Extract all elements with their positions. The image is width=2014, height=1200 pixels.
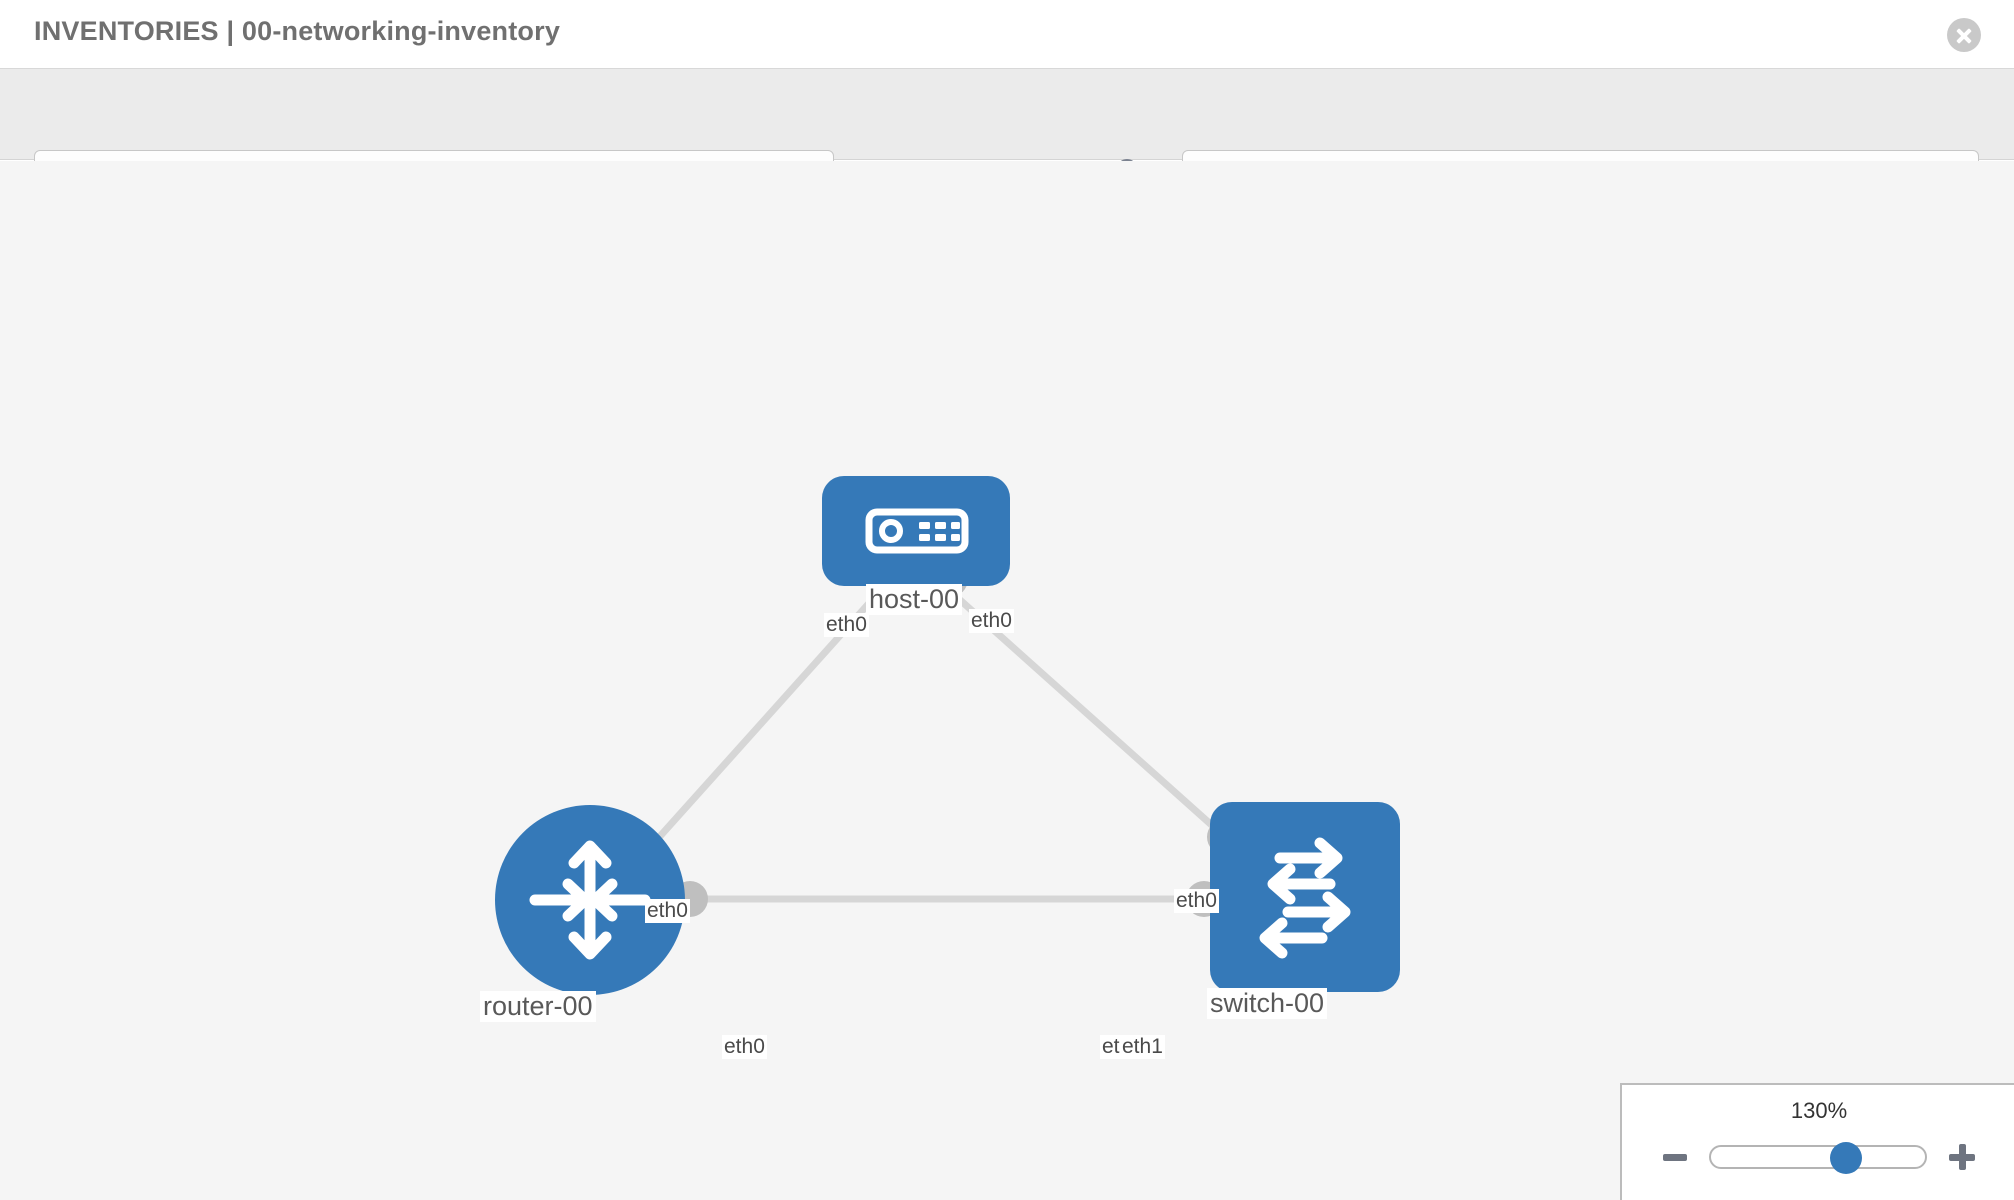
node-switch-00-label: switch-00 [1207, 988, 1328, 1020]
close-icon[interactable] [1947, 18, 1981, 52]
node-router-00[interactable]: router-00 [480, 805, 685, 1023]
zoom-slider[interactable] [1709, 1142, 1927, 1174]
node-switch-00[interactable]: switch-00 [1207, 802, 1400, 1020]
page-title: INVENTORIES | 00-networking-inventory [34, 16, 561, 46]
link-label-router-eth0-side: eth0 [722, 1035, 767, 1060]
link-label-router-eth0-up: eth0 [645, 899, 690, 924]
zoom-control-panel: 130% [1620, 1083, 2014, 1200]
node-host-00[interactable]: host-00 [822, 476, 1010, 616]
server-appliance-icon [865, 508, 969, 554]
switch-arrows-icon [1259, 837, 1351, 959]
link-label-switch-eth0-up: eth0 [1174, 889, 1219, 914]
switch-node-shape[interactable] [1210, 802, 1400, 992]
toolbar: ACTIONS SEARCH [0, 68, 2014, 204]
topology-canvas[interactable]: host-00 [0, 161, 2014, 1200]
router-four-arrows-icon [529, 840, 651, 960]
topology-links [641, 587, 1229, 903]
link-label-host-eth0-left: eth0 [824, 613, 869, 638]
zoom-slider-thumb[interactable] [1829, 1142, 1862, 1174]
zoom-out-button[interactable] [1663, 1153, 1687, 1161]
page-header: INVENTORIES | 00-networking-inventory [0, 0, 2014, 68]
host-node-shape[interactable] [822, 476, 1010, 586]
link-label-switch-eth1-side: eth1 [1120, 1035, 1165, 1060]
zoom-level-label: 130% [1790, 1098, 1848, 1123]
node-host-00-label: host-00 [866, 584, 963, 616]
zoom-in-button[interactable] [1949, 1144, 1975, 1170]
node-router-00-label: router-00 [480, 991, 596, 1023]
link-label-host-eth0-right: eth0 [969, 609, 1014, 634]
